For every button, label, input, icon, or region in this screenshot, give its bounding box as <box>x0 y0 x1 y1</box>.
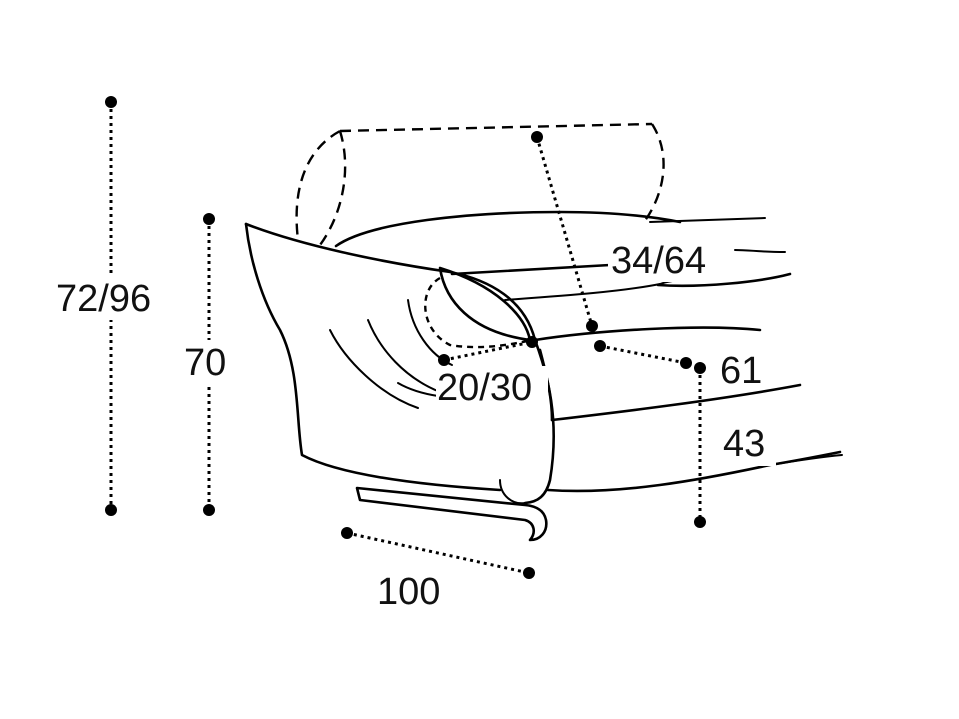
headrest-raised-front <box>319 130 347 246</box>
arm-fold-3 <box>397 382 439 397</box>
armchair-drawing <box>244 122 843 542</box>
headrest-bottom-dot <box>586 320 598 332</box>
armrest-left-dot <box>438 354 450 366</box>
width-line <box>346 531 530 575</box>
armrest-lowered-outline <box>424 276 533 349</box>
seat-top-edge <box>533 326 762 342</box>
back-height-top-dot <box>203 213 215 225</box>
back-height-bottom-dot <box>203 504 215 516</box>
armrest-side-panel <box>244 222 502 492</box>
headrest-top-dot <box>531 131 543 143</box>
seat-bottom-edge <box>546 450 842 493</box>
armrest-scroll-curl <box>499 479 526 505</box>
seat-height-bottom-dot <box>694 516 706 528</box>
back-height-label: 70 <box>184 342 226 384</box>
seat-height-top-dot <box>694 362 706 374</box>
armrest-line <box>443 340 533 362</box>
back-inner-edge <box>504 283 661 301</box>
headrest-label: 34/64 <box>611 240 706 282</box>
seat-depth-left-dot <box>594 340 606 352</box>
arm-fold-1 <box>329 329 419 409</box>
total-height-top-dot <box>105 96 117 108</box>
backrest-lower-line <box>734 249 786 253</box>
width-right-dot <box>523 567 535 579</box>
seat-front-curve <box>538 348 554 422</box>
seat-depth-right-dot <box>680 357 692 369</box>
dimension-labels: 72/96 70 34/64 20/30 61 43 100 <box>56 238 776 613</box>
backrest-bottom <box>656 272 792 288</box>
seat-height-label: 43 <box>723 423 765 465</box>
armrest-right-dot <box>526 336 538 348</box>
back-top-edge <box>450 263 612 276</box>
headrest-raised-side <box>643 123 665 223</box>
armrest-label: 20/30 <box>437 367 532 409</box>
width-label: 100 <box>377 571 440 613</box>
seat-front-top <box>550 383 802 422</box>
backrest-cushion <box>334 210 682 248</box>
total-height-label: 72/96 <box>56 278 151 320</box>
seat-lower-line <box>769 454 843 466</box>
seat-depth-line <box>599 344 687 365</box>
headrest-raised-top <box>339 122 653 133</box>
headrest-line <box>535 136 594 327</box>
sled-base <box>355 486 548 542</box>
armrest-top-edge <box>244 222 555 505</box>
headrest-raised-outline <box>295 129 341 241</box>
arm-fold-2 <box>367 319 441 393</box>
width-left-dot <box>341 527 353 539</box>
seat-depth-label: 61 <box>720 350 762 392</box>
total-height-bottom-dot <box>105 504 117 516</box>
backrest-top-line <box>649 217 766 223</box>
